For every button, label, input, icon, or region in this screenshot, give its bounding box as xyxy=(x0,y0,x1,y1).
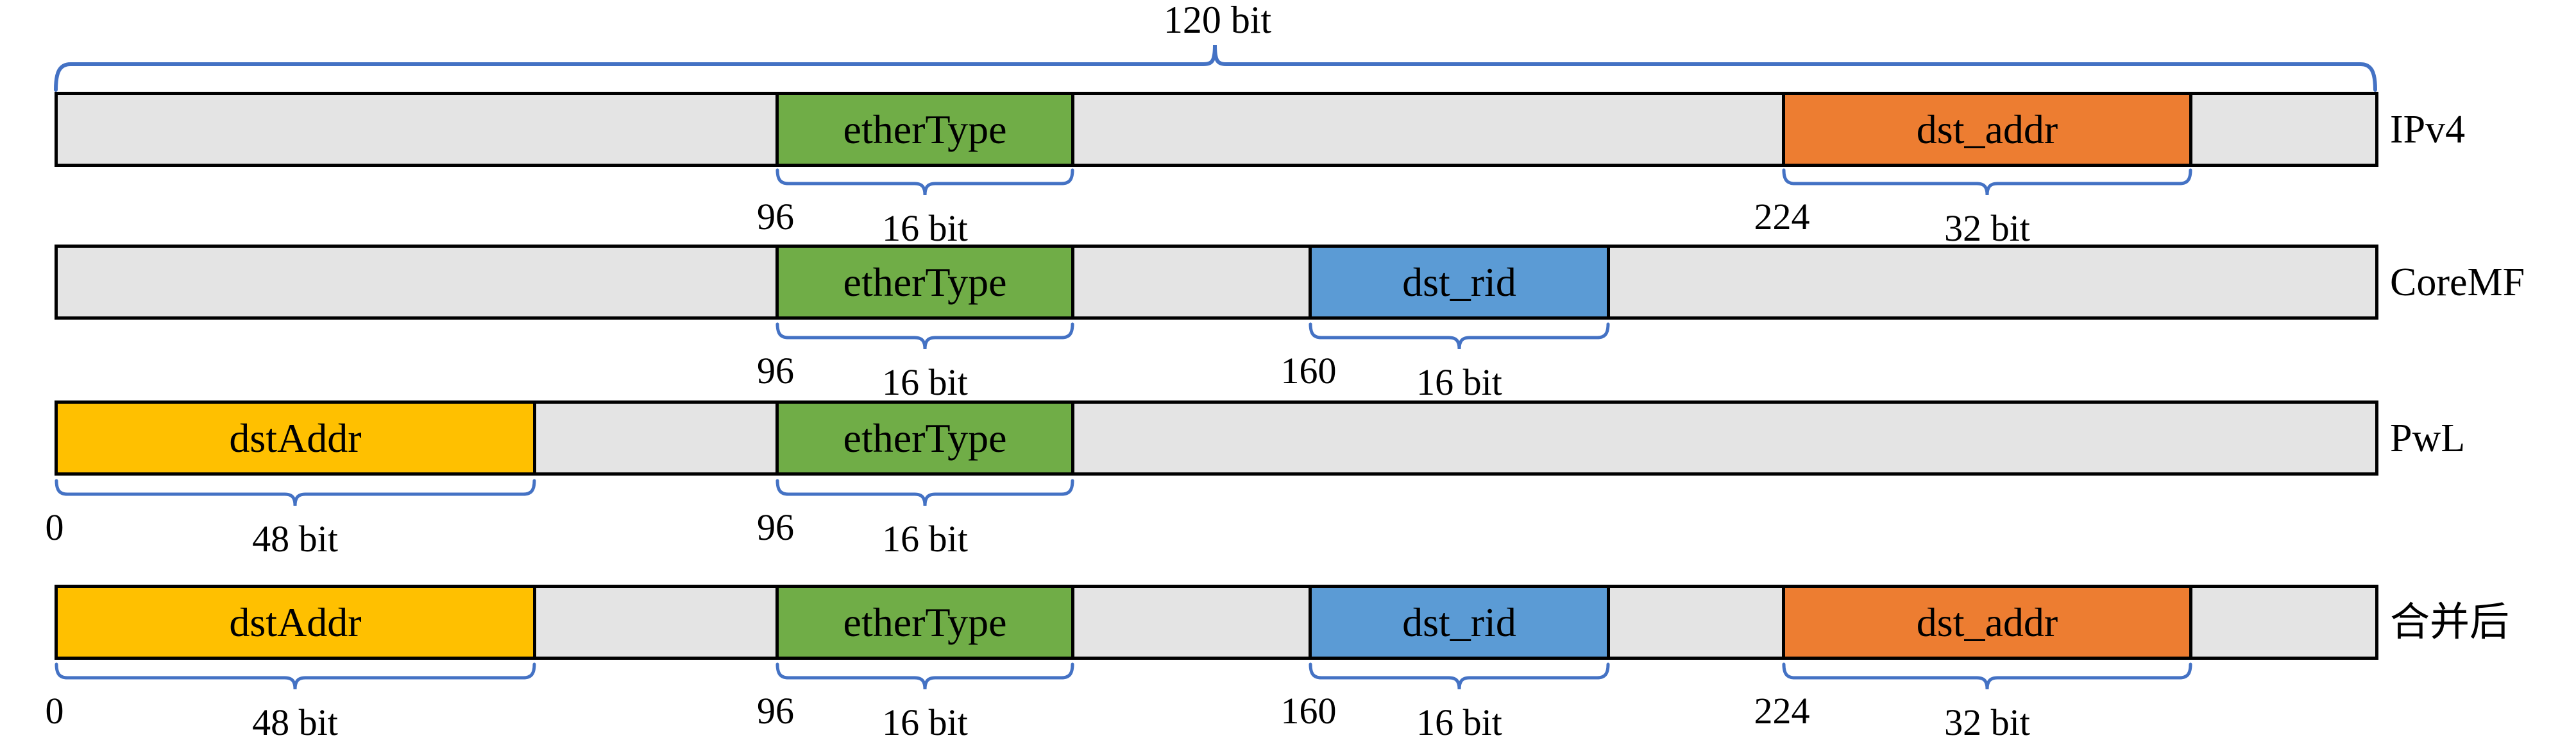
bar-coremf xyxy=(55,245,2378,320)
row-label-ipv4: IPv4 xyxy=(2390,107,2466,151)
underbrace-pwl-dstaddr xyxy=(55,479,536,506)
field-merged-dst-addr: dst_addr xyxy=(1782,585,2192,660)
field-merged-dst-rid: dst_rid xyxy=(1309,585,1610,660)
field-ipv4-ethertype: etherType xyxy=(775,92,1074,167)
field-label: dst_rid xyxy=(1402,259,1516,305)
field-label: etherType xyxy=(843,259,1007,305)
offset-merged-ethertype: 96 xyxy=(757,690,794,732)
underbrace-merged-dstaddr xyxy=(55,662,536,690)
field-label: dst_addr xyxy=(1916,106,2058,152)
underbrace-merged-ethertype xyxy=(775,662,1074,690)
row-label-merged: 合并后 xyxy=(2390,600,2510,644)
overall-span-label: 120 bit xyxy=(1163,0,1272,41)
offset-merged-dst-rid: 160 xyxy=(1280,690,1337,732)
field-coremf-dst-rid: dst_rid xyxy=(1309,245,1610,320)
field-ipv4-dst-addr: dst_addr xyxy=(1782,92,2192,167)
field-merged-ethertype: etherType xyxy=(775,585,1074,660)
field-coremf-ethertype: etherType xyxy=(775,245,1074,320)
underbrace-coremf-ethertype xyxy=(775,322,1074,350)
offset-coremf-dst-rid: 160 xyxy=(1280,350,1337,392)
size-merged-dst-rid: 16 bit xyxy=(1416,702,1502,743)
offset-merged-dst-addr: 224 xyxy=(1754,690,1810,732)
size-merged-dstaddr: 48 bit xyxy=(252,702,338,743)
underbrace-pwl-ethertype xyxy=(775,479,1074,506)
field-label: etherType xyxy=(843,599,1007,645)
field-pwl-dstaddr: dstAddr xyxy=(55,400,536,476)
offset-ipv4-dst-addr: 224 xyxy=(1754,196,1810,237)
size-pwl-ethertype: 16 bit xyxy=(882,518,968,560)
underbrace-ipv4-ethertype xyxy=(775,168,1074,196)
size-merged-dst-addr: 32 bit xyxy=(1944,702,2030,743)
size-coremf-ethertype: 16 bit xyxy=(882,361,968,403)
offset-pwl-dstaddr: 0 xyxy=(45,506,64,548)
field-label: dstAddr xyxy=(229,599,362,645)
row-label-coremf: CoreMF xyxy=(2390,260,2525,304)
underbrace-coremf-dst-rid xyxy=(1309,322,1610,350)
offset-merged-dstaddr: 0 xyxy=(45,690,64,732)
size-ipv4-dst-addr: 32 bit xyxy=(1944,207,2030,249)
field-label: dst_addr xyxy=(1916,599,2058,645)
underbrace-merged-dst-rid xyxy=(1309,662,1610,690)
underbrace-merged-dst-addr xyxy=(1782,662,2192,690)
size-coremf-dst-rid: 16 bit xyxy=(1416,361,1502,403)
size-pwl-dstaddr: 48 bit xyxy=(252,518,338,560)
field-label: etherType xyxy=(843,106,1007,152)
overall-span-overbrace xyxy=(54,44,2377,92)
size-merged-ethertype: 16 bit xyxy=(882,702,968,743)
field-label: dst_rid xyxy=(1402,599,1516,645)
field-merged-dstaddr: dstAddr xyxy=(55,585,536,660)
field-pwl-ethertype: etherType xyxy=(775,400,1074,476)
underbrace-ipv4-dst-addr xyxy=(1782,168,2192,196)
offset-pwl-ethertype: 96 xyxy=(757,506,794,548)
row-label-pwl: PwL xyxy=(2390,416,2466,460)
offset-ipv4-ethertype: 96 xyxy=(757,196,794,237)
size-ipv4-ethertype: 16 bit xyxy=(882,207,968,249)
field-label: etherType xyxy=(843,415,1007,461)
offset-coremf-ethertype: 96 xyxy=(757,350,794,392)
field-label: dstAddr xyxy=(229,415,362,461)
